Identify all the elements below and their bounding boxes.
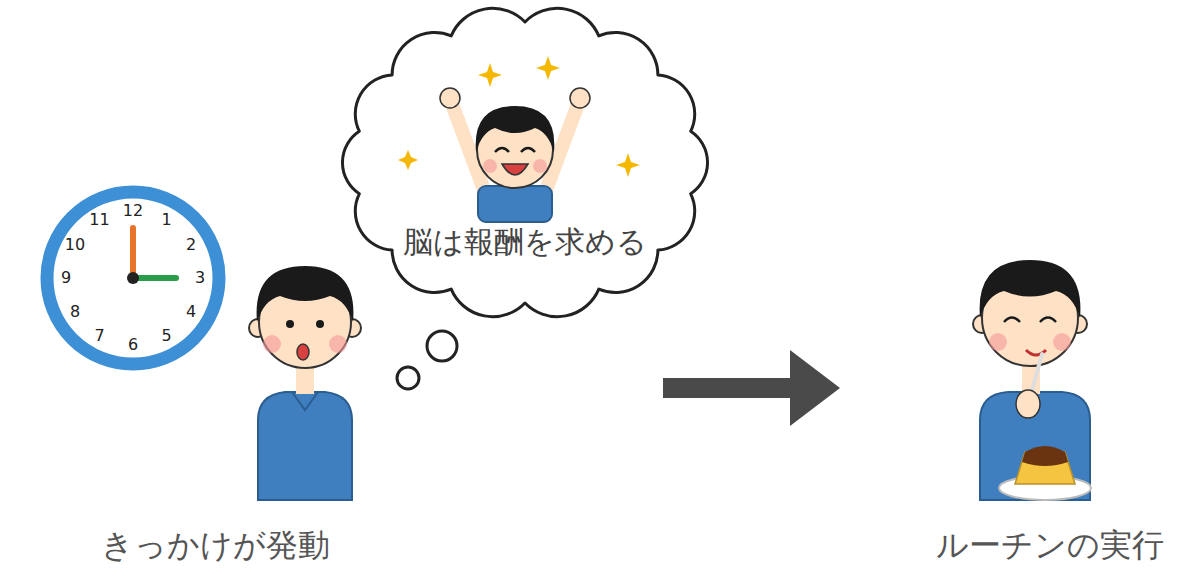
thought-dot (397, 367, 419, 389)
thought-dot (427, 331, 457, 361)
blush (483, 159, 497, 173)
hand (1016, 390, 1040, 418)
sparkles (398, 56, 640, 177)
collar (292, 392, 318, 410)
blush (533, 159, 547, 173)
sparkle (616, 153, 640, 177)
clock-numeral: 2 (186, 235, 196, 253)
clock-numeral: 4 (186, 302, 196, 320)
clock-numeral: 9 (61, 269, 71, 287)
blush (329, 335, 347, 353)
sparkle (478, 63, 502, 87)
clock (47, 192, 219, 364)
thought-cloud: 脳は報酬を求める (340, 2, 710, 327)
eye (1040, 318, 1056, 323)
mouth (297, 344, 309, 360)
thinking-person (249, 266, 361, 500)
eye (286, 320, 294, 328)
sparkle (398, 150, 418, 170)
step-caption: ルーチンの実行 (936, 527, 1164, 564)
happy-kid (440, 88, 590, 222)
clock-numeral: 1 (161, 211, 171, 229)
clock-hand (133, 275, 176, 281)
blush (263, 335, 281, 353)
blush (1053, 333, 1071, 351)
eye (316, 320, 324, 328)
clock-hand (130, 228, 136, 278)
clock-numeral: 12 (123, 202, 143, 220)
clock-numeral: 6 (128, 336, 138, 354)
hand (440, 88, 460, 108)
clock-face (47, 192, 219, 364)
clock-numeral: 8 (70, 302, 80, 320)
hair (257, 266, 354, 322)
clock-numeral: 10 (65, 235, 85, 253)
eye (521, 148, 535, 152)
mouth (502, 164, 528, 175)
shirt (258, 392, 352, 500)
clock-numeral: 7 (94, 327, 104, 345)
sparkle (536, 56, 560, 80)
blush (989, 333, 1007, 351)
shirt (478, 186, 552, 222)
eye (1004, 318, 1020, 323)
hair (476, 106, 555, 152)
caramel (1022, 446, 1068, 466)
eye (495, 148, 509, 152)
clock-numeral: 5 (161, 327, 171, 345)
step-caption: きっかけが発動 (101, 527, 330, 564)
thought-cloud-outline (340, 2, 710, 327)
clock-numeral: 11 (89, 211, 109, 229)
clock-numeral: 3 (195, 269, 205, 287)
hair (980, 260, 1081, 318)
eating-person (973, 260, 1091, 500)
clock-pin (127, 272, 139, 284)
thought-text: 脳は報酬を求める (403, 225, 647, 260)
hand (570, 88, 590, 108)
thought-cloud-border (342, 8, 707, 316)
flow-arrow (663, 350, 840, 426)
